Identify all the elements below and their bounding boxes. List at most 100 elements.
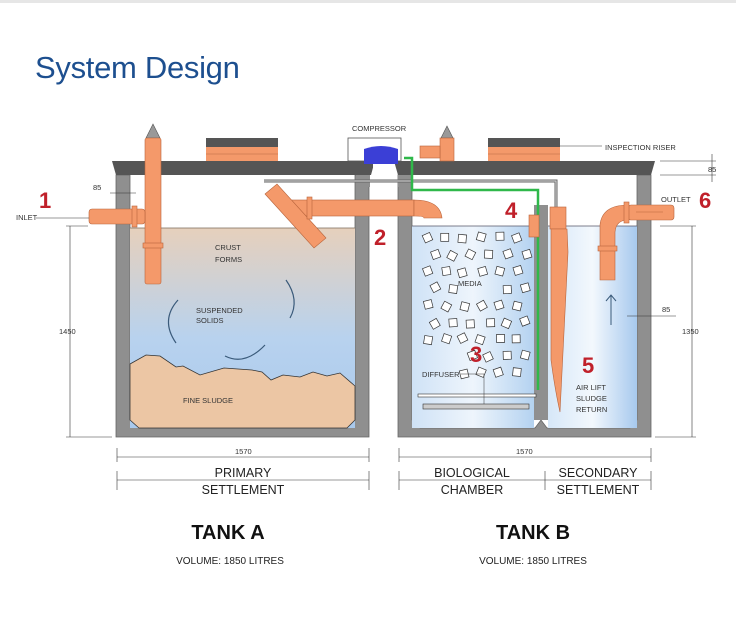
marker-4: 4 bbox=[505, 198, 518, 223]
diffuser-label: DIFFUSER bbox=[422, 370, 460, 379]
media-cube bbox=[496, 334, 505, 343]
vent-pipe-a bbox=[142, 123, 164, 285]
media-cube bbox=[512, 367, 522, 377]
media-cube bbox=[466, 349, 478, 362]
media-cube bbox=[502, 284, 512, 295]
marker-6: 6 bbox=[699, 188, 711, 213]
media-cube bbox=[448, 318, 458, 328]
media-cube bbox=[474, 334, 486, 346]
media-cube bbox=[457, 233, 467, 244]
tank-b-title: TANK B bbox=[496, 522, 570, 544]
tank-b-volume: VOLUME: 1850 LITRES bbox=[479, 556, 587, 567]
media-cube bbox=[465, 319, 475, 329]
media-cube bbox=[495, 231, 505, 241]
media-cube bbox=[422, 299, 434, 310]
dim-outlet-wall: 85 bbox=[662, 305, 670, 314]
compressor bbox=[347, 137, 412, 187]
media-cube bbox=[486, 318, 496, 328]
media-cube bbox=[482, 351, 494, 363]
inspection-riser-b bbox=[488, 138, 560, 161]
tank-a-title: TANK A bbox=[191, 522, 264, 544]
media-cube bbox=[440, 232, 450, 242]
media-cube bbox=[456, 332, 469, 344]
diffuser bbox=[417, 373, 537, 410]
tank-a-volume: VOLUME: 1850 LITRES bbox=[176, 556, 284, 567]
tank-a-lid bbox=[112, 161, 373, 175]
media-cube bbox=[512, 264, 524, 276]
media-cube bbox=[511, 334, 521, 344]
dim-tank-a-height: 1450 bbox=[59, 327, 76, 336]
media-cube bbox=[519, 315, 531, 327]
vent-pipe-b bbox=[419, 125, 455, 162]
crust-forms-label: CRUST bbox=[215, 243, 241, 252]
media-cube bbox=[428, 317, 441, 330]
media-cube bbox=[446, 249, 459, 262]
inspection-riser-a bbox=[206, 138, 278, 161]
media-cube bbox=[429, 281, 442, 294]
outlet-pipe bbox=[597, 201, 675, 281]
air-lift-label: AIR LIFT bbox=[576, 383, 606, 392]
suspended-solids-label-2: SOLIDS bbox=[196, 316, 224, 325]
dim-tank-a-width: 1570 bbox=[235, 447, 252, 456]
media-cube bbox=[456, 267, 468, 279]
media-cube bbox=[494, 265, 506, 277]
marker-1: 1 bbox=[39, 188, 51, 213]
media-cube bbox=[441, 266, 452, 277]
media-cube bbox=[423, 335, 434, 346]
media-cube bbox=[464, 248, 477, 261]
media-cube bbox=[492, 366, 504, 378]
media-cube bbox=[521, 248, 533, 260]
page-title: System Design bbox=[35, 50, 240, 85]
section-primary-2: SETTLEMENT bbox=[202, 483, 285, 497]
dim-lid: 85 bbox=[708, 165, 716, 174]
media-cube bbox=[511, 232, 523, 244]
inlet-pipe bbox=[88, 205, 146, 228]
media-cube bbox=[500, 317, 513, 330]
top-border bbox=[0, 0, 736, 3]
media-cube bbox=[459, 301, 471, 312]
media-cube bbox=[422, 265, 434, 277]
marker-5: 5 bbox=[582, 353, 594, 378]
air-lift-pipe bbox=[528, 206, 569, 413]
media-cube bbox=[441, 333, 453, 345]
media-label: MEDIA bbox=[458, 279, 482, 288]
marker-2: 2 bbox=[374, 225, 386, 250]
circulation-arrows bbox=[167, 279, 295, 360]
media-cube bbox=[430, 248, 442, 261]
section-secondary-2: SETTLEMENT bbox=[557, 483, 640, 497]
dim-inlet-wall: 85 bbox=[93, 183, 101, 192]
media-cube bbox=[477, 266, 489, 277]
dim-tank-b-height: 1350 bbox=[682, 327, 699, 336]
section-secondary: SECONDARY bbox=[559, 466, 639, 480]
air-line bbox=[404, 156, 540, 390]
media-cube bbox=[519, 282, 531, 294]
media-cube bbox=[502, 248, 514, 260]
media-cube bbox=[493, 299, 505, 311]
dimension-lines bbox=[66, 154, 716, 490]
transfer-pipe bbox=[264, 183, 443, 249]
compressor-label: COMPRESSOR bbox=[352, 124, 407, 133]
media-cube bbox=[476, 299, 488, 312]
crust-forms-label-2: FORMS bbox=[215, 255, 242, 264]
section-biological: BIOLOGICAL bbox=[434, 466, 510, 480]
marker-3: 3 bbox=[470, 342, 482, 367]
media-cube bbox=[440, 300, 453, 313]
section-primary: PRIMARY bbox=[215, 466, 272, 480]
fine-sludge-label: FINE SLUDGE bbox=[183, 396, 233, 405]
section-biological-2: CHAMBER bbox=[441, 483, 504, 497]
tank-a-body bbox=[115, 174, 370, 438]
dim-tank-b-width: 1570 bbox=[516, 447, 533, 456]
media-cube bbox=[483, 249, 494, 259]
tank-b-lid bbox=[394, 161, 655, 175]
media-cube bbox=[475, 366, 487, 378]
media-cube bbox=[475, 231, 487, 243]
air-lift-label-3: RETURN bbox=[576, 405, 607, 414]
media-cube bbox=[421, 231, 434, 244]
air-lift-label-2: SLUDGE bbox=[576, 394, 607, 403]
media-cube bbox=[448, 284, 459, 294]
media-cube bbox=[502, 350, 512, 360]
media-cube bbox=[519, 349, 531, 361]
fine-sludge-layer bbox=[129, 354, 356, 429]
inlet-label: INLET bbox=[16, 213, 38, 222]
